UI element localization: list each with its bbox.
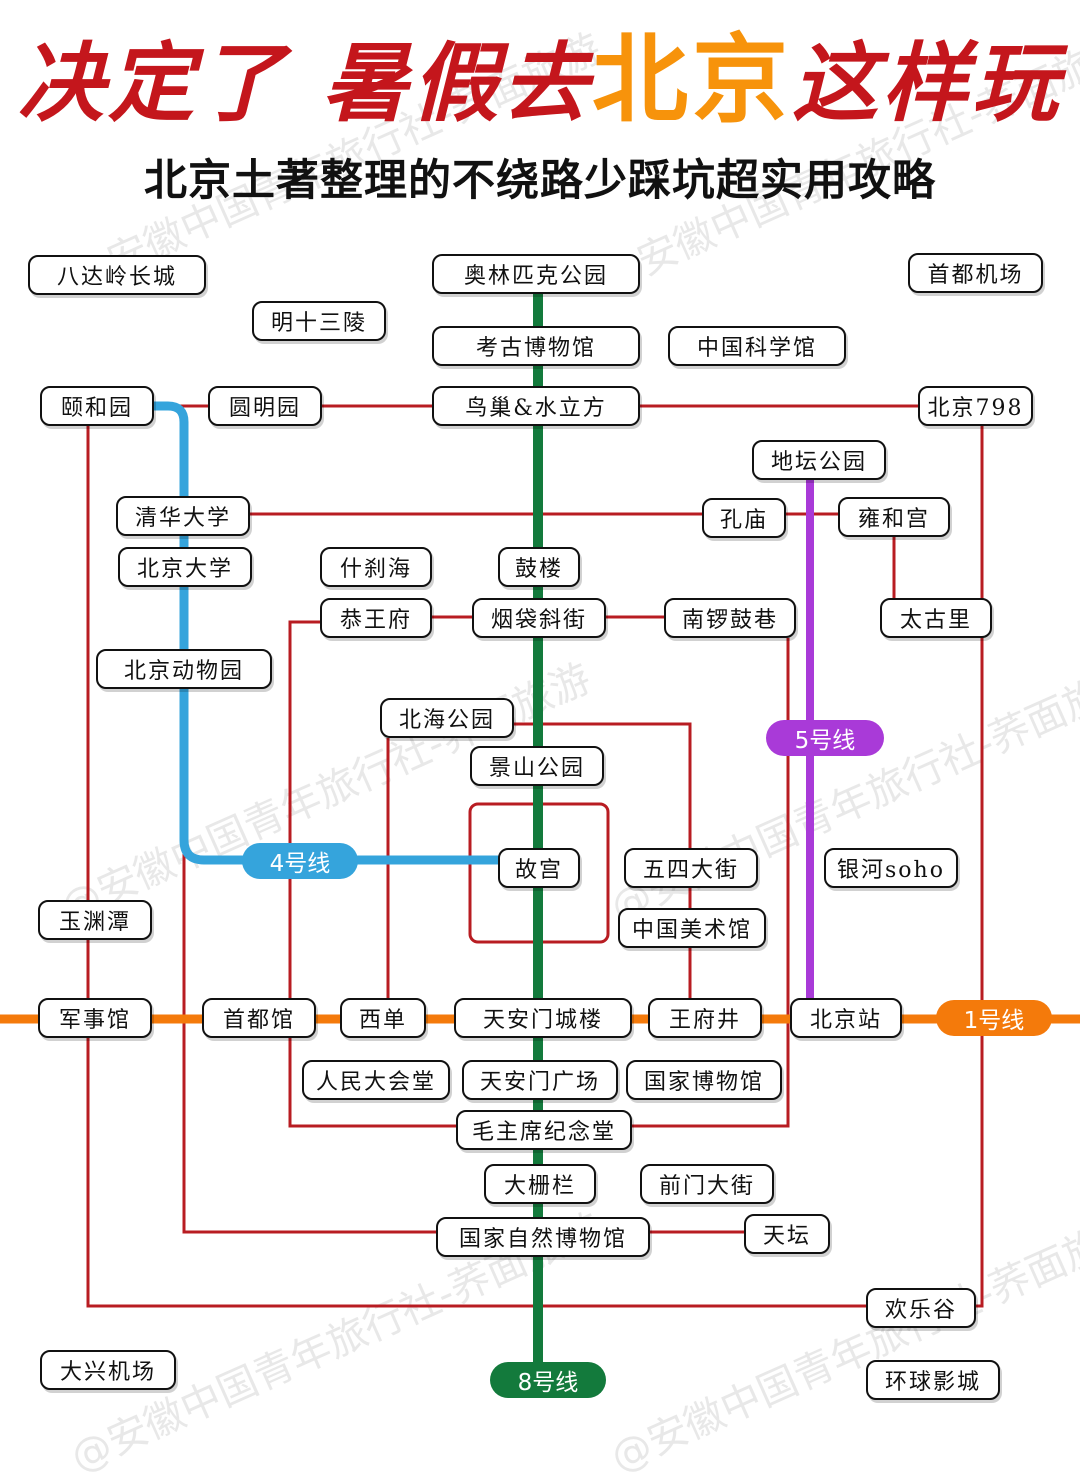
station-xidan[interactable]: 西单 — [340, 998, 426, 1038]
station-dashilan[interactable]: 大栅栏 — [484, 1164, 596, 1204]
station-peking-univ[interactable]: 北京大学 — [118, 547, 252, 587]
station-happy-valley[interactable]: 欢乐谷 — [866, 1288, 976, 1328]
station-capital-museum[interactable]: 首都馆 — [202, 998, 316, 1038]
station-summer-palace[interactable]: 颐和园 — [40, 386, 154, 426]
station-galaxy-soho[interactable]: 银河soho — [824, 848, 958, 888]
station-jingshan[interactable]: 景山公园 — [470, 746, 604, 786]
line8-badge: 8号线 — [490, 1362, 606, 1398]
station-798[interactable]: 北京798 — [918, 386, 1033, 426]
station-natural-history[interactable]: 国家自然博物馆 — [436, 1217, 650, 1257]
station-prince-gong[interactable]: 恭王府 — [320, 598, 432, 638]
line4-badge: 4号线 — [242, 843, 358, 879]
station-temple-of-heaven[interactable]: 天坛 — [744, 1214, 830, 1254]
station-taikooli[interactable]: 太古里 — [880, 598, 992, 638]
red-loop-outer — [86, 425, 868, 1308]
red-loop-east — [975, 426, 984, 1308]
station-mausoleum[interactable]: 毛主席纪念堂 — [456, 1110, 632, 1150]
station-archaeology-museum[interactable]: 考古博物馆 — [432, 326, 640, 366]
station-tsinghua[interactable]: 清华大学 — [116, 496, 250, 536]
station-birds-nest[interactable]: 鸟巢&水立方 — [432, 386, 640, 426]
station-beijing-station[interactable]: 北京站 — [790, 998, 902, 1038]
station-lama-temple[interactable]: 雍和宫 — [838, 497, 950, 537]
station-universal[interactable]: 环球影城 — [866, 1360, 1000, 1400]
title-highlight: 北京 — [591, 24, 792, 136]
station-wusi[interactable]: 五四大街 — [624, 848, 758, 888]
station-beihai[interactable]: 北海公园 — [380, 698, 514, 738]
station-tiananmen-square[interactable]: 天安门广场 — [462, 1060, 618, 1100]
line1-badge: 1号线 — [936, 1000, 1052, 1036]
station-confucius-temple[interactable]: 孔庙 — [702, 498, 786, 538]
red-loop-inner — [288, 620, 790, 1128]
station-yuyuantan[interactable]: 玉渊潭 — [38, 900, 152, 940]
station-badaling[interactable]: 八达岭长城 — [28, 255, 206, 295]
station-yandai[interactable]: 烟袋斜街 — [472, 598, 606, 638]
station-military-museum[interactable]: 军事馆 — [38, 998, 152, 1038]
title-part1: 决定了 暑假去 — [18, 33, 592, 134]
station-shichahai[interactable]: 什刹海 — [320, 547, 432, 587]
station-tiananmen-tower[interactable]: 天安门城楼 — [454, 998, 632, 1038]
station-drum-tower[interactable]: 鼓楼 — [498, 547, 580, 587]
page-subtitle: 北京土著整理的不绕路少踩坑超实用攻略 — [144, 156, 936, 206]
station-forbidden-city[interactable]: 故宫 — [498, 848, 580, 888]
station-yuanmingyuan[interactable]: 圆明园 — [208, 386, 322, 426]
station-great-hall[interactable]: 人民大会堂 — [302, 1060, 450, 1100]
station-zoo[interactable]: 北京动物园 — [96, 649, 272, 689]
station-science-museum[interactable]: 中国科学馆 — [668, 326, 846, 366]
station-ditan[interactable]: 地坛公园 — [752, 440, 886, 480]
page-title: 决定了 暑假去北京这样玩 — [0, 27, 1080, 134]
station-art-museum[interactable]: 中国美术馆 — [618, 908, 766, 948]
station-daxing-airport[interactable]: 大兴机场 — [40, 1350, 176, 1390]
station-olympic-park[interactable]: 奥林匹克公园 — [432, 254, 640, 294]
station-qianmen[interactable]: 前门大街 — [640, 1164, 774, 1204]
line4-track — [152, 401, 500, 865]
station-capital-airport[interactable]: 首都机场 — [908, 253, 1043, 293]
map-stage: @安徽中国青年旅行社-荞面旅游 @安徽中国青年旅行社-荞面旅游 @安徽中国青年旅… — [0, 25, 1080, 1481]
station-wangfujing[interactable]: 王府井 — [648, 998, 762, 1038]
title-part2: 这样玩 — [791, 33, 1062, 134]
station-national-museum[interactable]: 国家博物馆 — [626, 1060, 782, 1100]
station-nanluoguxiang[interactable]: 南锣鼓巷 — [664, 598, 796, 638]
line5-badge: 5号线 — [766, 720, 884, 756]
station-ming-tombs[interactable]: 明十三陵 — [252, 301, 386, 341]
